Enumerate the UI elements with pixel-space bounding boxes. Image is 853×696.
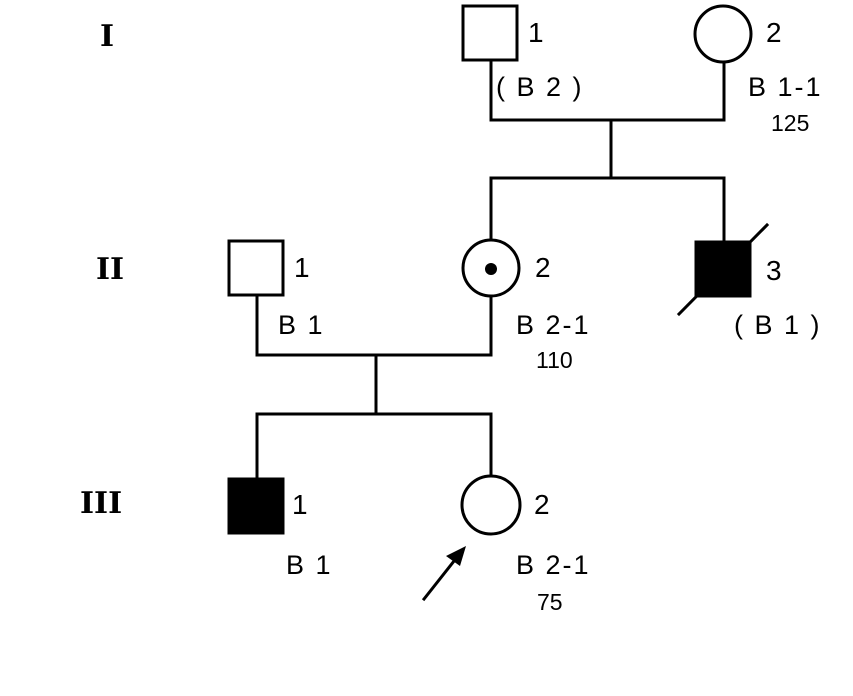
individual-iii1-affected-male-symbol: [227, 477, 285, 535]
individual-ii1-male-symbol: [227, 239, 285, 297]
individual-i2-value: 125: [771, 110, 809, 136]
pedigree-lines: [255, 58, 726, 479]
deceased-slash-icon: [676, 222, 770, 317]
proband-arrow-icon: [421, 546, 466, 602]
individual-ii1-genotype: B 1: [278, 310, 325, 340]
individual-i1-number: 1: [528, 17, 544, 48]
individual-iii2-female-symbol: [460, 474, 522, 536]
individual-iii1-number: 1: [292, 489, 308, 520]
carrier-dot-icon: [485, 263, 497, 275]
individual-i1-male-symbol: [461, 4, 519, 62]
individual-i2-genotype: B 1-1: [748, 72, 823, 102]
individual-ii2-number: 2: [535, 252, 551, 283]
individual-ii3-number: 3: [766, 255, 782, 286]
individual-iii2-genotype: B 2-1: [516, 550, 591, 580]
individual-i2-female-symbol: [693, 4, 753, 64]
individual-ii1-number: 1: [294, 252, 310, 283]
individual-iii1-genotype: B 1: [286, 550, 333, 580]
individual-iii2-number: 2: [534, 489, 550, 520]
generation-label-i: I: [100, 19, 114, 54]
individual-ii2-value: 110: [536, 347, 573, 373]
individual-iii2-value: 75: [537, 589, 563, 615]
individual-ii2-genotype: B 2-1: [516, 310, 591, 340]
individual-i2-number: 2: [766, 17, 782, 48]
individual-i1-genotype: ( B 2 ): [496, 72, 584, 102]
individual-ii3-genotype: ( B 1 ): [734, 310, 822, 340]
generation-label-iii: III: [80, 486, 122, 521]
generation-label-ii: II: [96, 252, 124, 287]
